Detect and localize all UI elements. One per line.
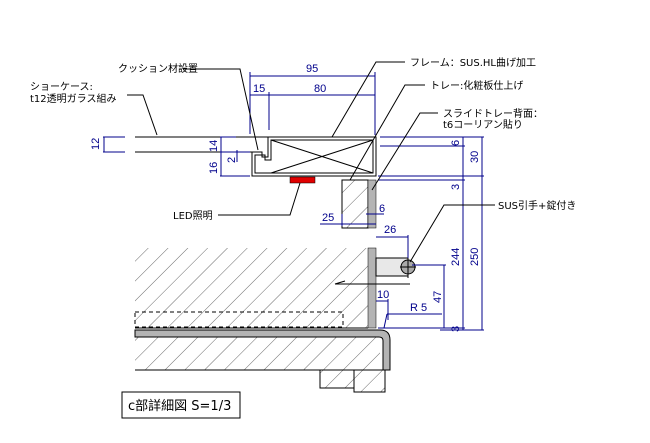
dim-30: 30 bbox=[469, 151, 481, 163]
dimensions: 95 15 80 12 14 16 2 6 30 3 244 250 3 6 2… bbox=[90, 63, 484, 332]
drawing-title: c部詳細図 S=1/3 bbox=[128, 398, 231, 414]
dim-95: 95 bbox=[306, 63, 318, 75]
dim-r5: R 5 bbox=[410, 302, 427, 314]
label-cushion: クッション材設置 bbox=[118, 62, 198, 75]
handle bbox=[375, 257, 416, 285]
glass-panel bbox=[135, 136, 268, 153]
dim-3-top: 3 bbox=[450, 184, 462, 190]
frame-section bbox=[251, 136, 377, 177]
dim-12: 12 bbox=[90, 138, 102, 150]
dim-14: 14 bbox=[208, 140, 220, 152]
label-slide-tray-back: スライドトレー背面： bbox=[443, 107, 543, 120]
label-corian: t6コーリアン貼り bbox=[443, 118, 523, 131]
title-box bbox=[121, 391, 241, 419]
tray-lower bbox=[134, 247, 377, 329]
dim-16: 16 bbox=[208, 162, 220, 174]
dim-15: 15 bbox=[253, 83, 265, 95]
dim-250: 250 bbox=[469, 248, 481, 266]
dim-6-panel: 6 bbox=[379, 203, 385, 215]
bottom-plate bbox=[134, 329, 391, 393]
dim-26: 26 bbox=[384, 224, 396, 236]
label-tray: トレー:化粧板仕上げ bbox=[430, 79, 523, 92]
dim-47: 47 bbox=[432, 291, 444, 303]
dim-25: 25 bbox=[322, 212, 334, 224]
leaders bbox=[127, 61, 495, 263]
label-showcase: ショーケース: bbox=[30, 81, 93, 93]
dim-244: 244 bbox=[450, 248, 462, 266]
label-handle: SUS引手+錠付き bbox=[498, 199, 576, 212]
dim-3-bottom: 3 bbox=[450, 326, 462, 332]
tray-upper bbox=[341, 179, 377, 229]
dim-10: 10 bbox=[377, 289, 389, 301]
led-light bbox=[289, 176, 316, 184]
label-led: LED照明 bbox=[173, 210, 213, 222]
dim-2: 2 bbox=[226, 157, 238, 163]
label-frame: フレーム：SUS.HL曲げ加工 bbox=[410, 57, 536, 69]
dim-80: 80 bbox=[314, 83, 326, 95]
dim-6-top: 6 bbox=[450, 140, 462, 146]
label-showcase-glass: t12透明ガラス組み bbox=[30, 92, 116, 105]
